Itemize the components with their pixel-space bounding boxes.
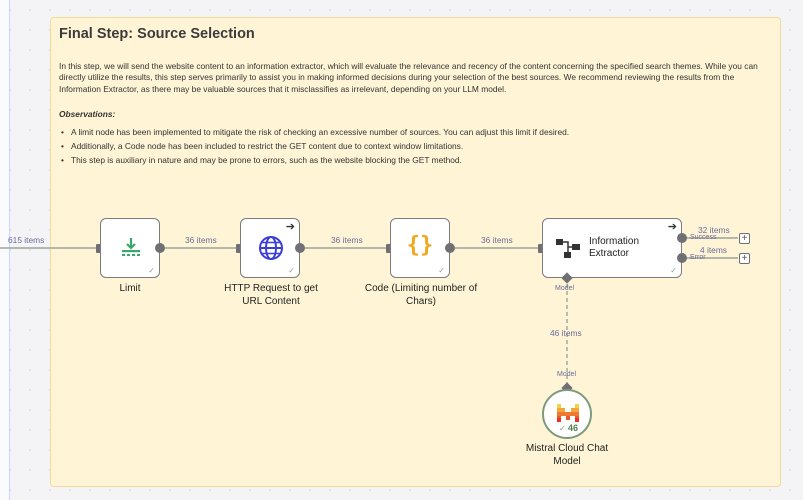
extractor-success-port[interactable] xyxy=(677,233,687,243)
check-icon: ✓ xyxy=(288,266,295,275)
edge-label-error: Error xyxy=(690,254,706,261)
add-error-node-button[interactable]: + xyxy=(739,253,750,264)
limit-node[interactable]: ✓ xyxy=(100,218,160,278)
arrow-right-icon: ➔ xyxy=(667,221,677,233)
code-node[interactable]: {} ✓ xyxy=(390,218,450,278)
globe-icon xyxy=(259,236,283,260)
edge-label-code-extractor: 36 items xyxy=(481,235,513,245)
observations-title: Observations: xyxy=(59,109,116,119)
observations-list: A limit node has been implemented to mit… xyxy=(59,125,569,167)
check-icon: ✓ xyxy=(559,424,566,433)
http-node-label: HTTP Request to get URL Content xyxy=(224,283,318,307)
port-label-model-bottom: Model xyxy=(557,371,577,378)
extractor-node-label: Information Extractor xyxy=(589,236,640,259)
limit-icon xyxy=(122,238,140,256)
code-output-port[interactable] xyxy=(445,243,455,253)
mistral-node-label: Mistral Cloud Chat Model xyxy=(525,443,609,467)
code-input-port[interactable] xyxy=(386,244,391,253)
edge-label-success-count: 32 items xyxy=(698,225,730,235)
http-request-node[interactable]: ➔ ✓ xyxy=(240,218,300,278)
information-extractor-node[interactable]: ➔ Information Extractor ✓ xyxy=(542,218,682,278)
mistral-logo-icon xyxy=(557,404,579,422)
code-node-label: Code (Limiting number of Chars) xyxy=(364,283,478,307)
add-success-node-button[interactable]: + xyxy=(739,233,750,244)
sticky-intro: In this step, we will send the website c… xyxy=(59,61,758,94)
left-panel-edge xyxy=(0,0,10,500)
extractor-input-port[interactable] xyxy=(538,244,543,253)
edge-label-success: Success xyxy=(690,234,717,241)
check-icon: ✓ xyxy=(438,266,445,275)
edge-label-limit-http: 36 items xyxy=(185,235,217,245)
sticky-title: Final Step: Source Selection xyxy=(59,26,255,42)
observation-item: A limit node has been implemented to mit… xyxy=(59,125,569,139)
check-icon: ✓ xyxy=(670,266,677,275)
limit-output-port[interactable] xyxy=(155,243,165,253)
edge-label-model-items: 46 items xyxy=(550,328,582,338)
http-input-port[interactable] xyxy=(236,244,241,253)
run-count-badge: 46 xyxy=(568,423,579,433)
edge-label-http-code: 36 items xyxy=(331,235,363,245)
observation-item: This step is auxiliary in nature and may… xyxy=(59,153,569,167)
limit-input-port[interactable] xyxy=(96,244,101,253)
http-output-port[interactable] xyxy=(295,243,305,253)
edge-label-incoming: 615 items xyxy=(8,235,45,245)
check-icon: ✓ xyxy=(148,266,155,275)
edge-label-error-count: 4 items xyxy=(700,245,727,255)
code-braces-icon: {} xyxy=(406,233,434,258)
mistral-chat-model-node[interactable]: ✓ 46 xyxy=(542,389,592,439)
observation-item: Additionally, a Code node has been inclu… xyxy=(59,139,569,153)
extractor-icon xyxy=(556,239,580,258)
extractor-error-port[interactable] xyxy=(677,253,687,263)
limit-node-label: Limit xyxy=(119,283,141,294)
arrow-right-icon: ➔ xyxy=(285,221,295,233)
port-label-model-top: Model xyxy=(555,285,575,292)
